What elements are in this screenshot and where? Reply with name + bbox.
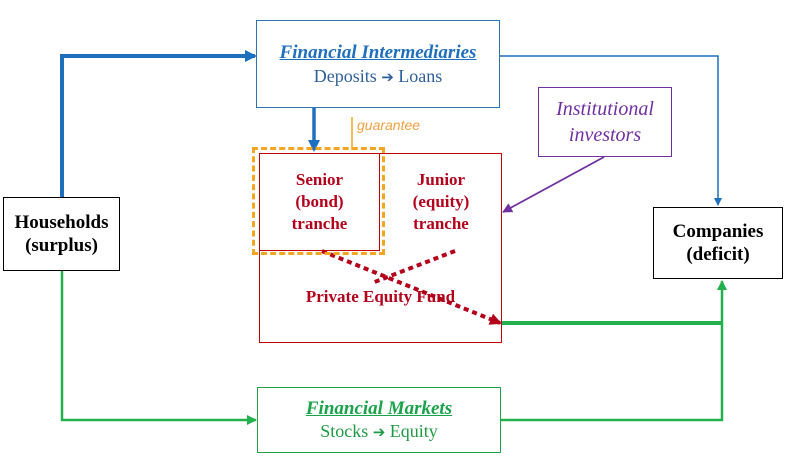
private-equity-fund-box: Private Equity Fund bbox=[259, 251, 502, 343]
companies-deficit-label: (deficit) bbox=[686, 244, 750, 265]
junior-tranche-line3: tranche bbox=[413, 214, 469, 233]
financial-markets-box: Financial Markets Stocks ➔ Equity bbox=[257, 387, 501, 453]
senior-tranche-line1: Senior bbox=[295, 170, 344, 189]
households-surplus-label: (surplus) bbox=[25, 235, 98, 256]
households-to-intermediaries-arrow bbox=[60, 50, 257, 197]
institutional-investors-line2: investors bbox=[568, 124, 642, 146]
junior-tranche-box: Junior (equity) tranche bbox=[380, 153, 502, 251]
intermediaries-to-companies-arrow bbox=[500, 55, 722, 206]
financial-markets-title: Financial Markets bbox=[305, 398, 453, 419]
private-equity-fund-label: Private Equity Fund bbox=[305, 287, 456, 306]
guarantee-dashed-outline bbox=[252, 147, 385, 255]
senior-tranche-box: Senior (bond) tranche bbox=[259, 153, 380, 251]
senior-tranche-line2: (bond) bbox=[295, 192, 344, 211]
companies-box: Companies (deficit) bbox=[653, 207, 783, 279]
financial-intermediaries-title: Financial Intermediaries bbox=[279, 41, 477, 63]
deposits-label: Deposits bbox=[313, 65, 377, 86]
households-label: Households bbox=[14, 212, 109, 233]
households-to-markets-arrow bbox=[60, 271, 257, 425]
investors-to-junior-arrow bbox=[502, 156, 605, 213]
stocks-equity-flow: Stocks ➔ Equity bbox=[320, 420, 438, 443]
institutional-investors-line1: Institutional bbox=[556, 98, 654, 120]
financial-intermediaries-box: Financial Intermediaries Deposits ➔ Loan… bbox=[256, 20, 500, 108]
right-arrow-icon: ➔ bbox=[381, 67, 394, 86]
loans-label: Loans bbox=[398, 65, 443, 86]
guarantee-label: guarantee bbox=[357, 117, 421, 133]
senior-tranche-line3: tranche bbox=[291, 214, 348, 233]
stocks-label: Stocks bbox=[320, 421, 369, 441]
companies-label: Companies bbox=[672, 221, 764, 242]
deposits-loans-flow: Deposits ➔ Loans bbox=[314, 65, 443, 88]
right-arrow-icon: ➔ bbox=[372, 423, 386, 441]
households-box: Households (surplus) bbox=[3, 197, 120, 271]
markets-to-companies-arrow bbox=[501, 280, 727, 422]
equity-label: Equity bbox=[389, 421, 438, 441]
institutional-investors-box: Institutional investors bbox=[538, 87, 672, 157]
junior-tranche-line1: Junior bbox=[416, 170, 466, 189]
junior-tranche-line2: (equity) bbox=[412, 192, 470, 211]
junior-to-fund-dotted-line bbox=[371, 249, 456, 285]
